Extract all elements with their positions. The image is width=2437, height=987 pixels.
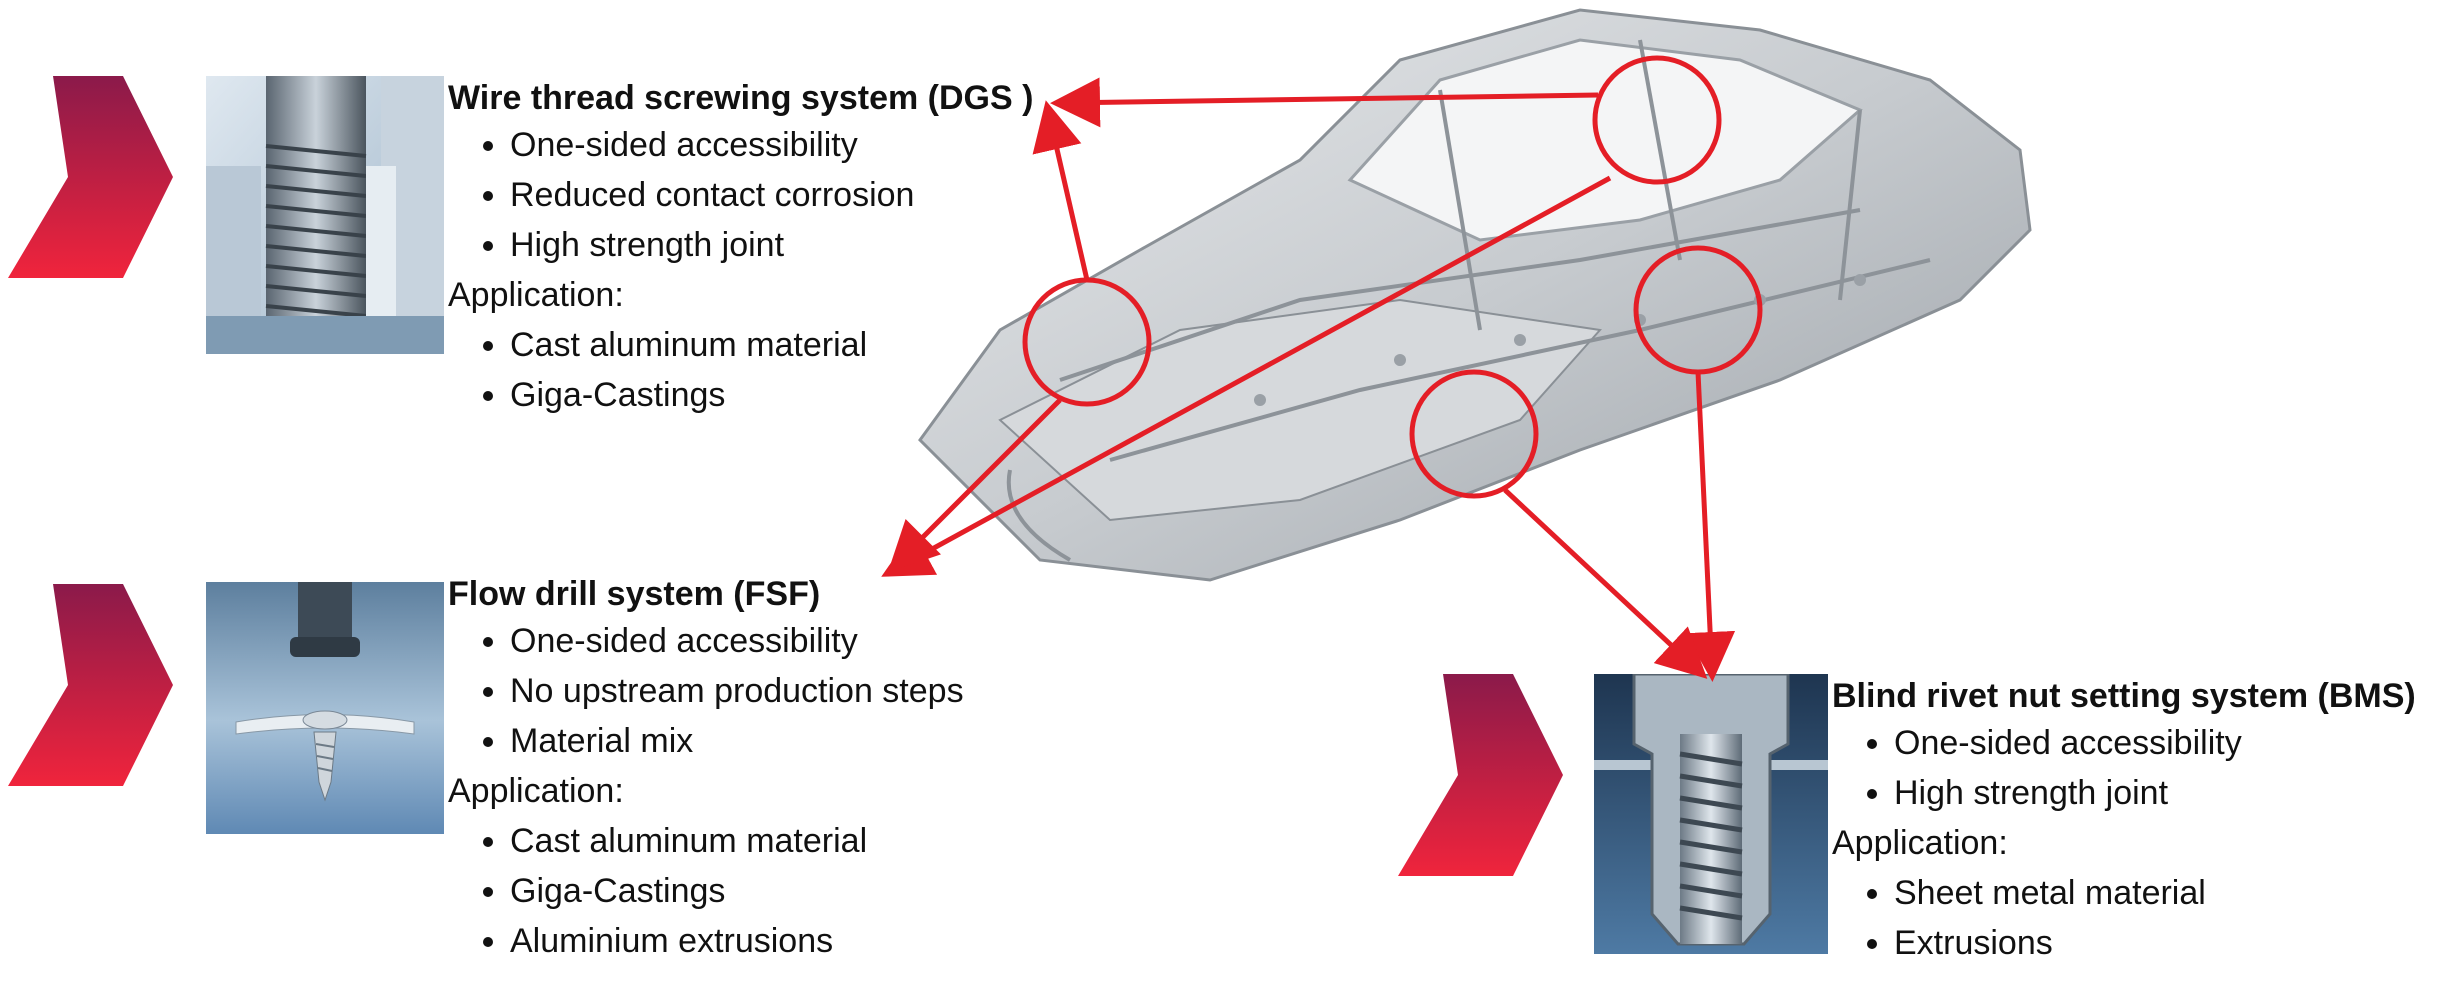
dgs-section: Wire thread screwing system (DGS ) One-s… xyxy=(448,76,1033,420)
car-body-in-white-image xyxy=(918,8,2032,582)
list-item: One-sided accessibility xyxy=(510,616,964,666)
chevron-right-icon xyxy=(8,584,173,786)
bms-section: Blind rivet nut setting system (BMS) One… xyxy=(1832,674,2416,968)
dgs-title: Wire thread screwing system (DGS ) xyxy=(448,79,1034,117)
dgs-application-label: Application: xyxy=(448,276,624,314)
bms-application-label: Application: xyxy=(1832,824,2008,862)
dgs-thread-image xyxy=(206,76,444,354)
chevron-right-icon xyxy=(1398,674,1563,876)
chevron-right-icon xyxy=(8,76,173,278)
list-item: Material mix xyxy=(510,716,964,766)
list-item: Giga-Castings xyxy=(510,866,964,916)
list-item: Cast aluminum material xyxy=(510,816,964,866)
dgs-feature-list: One-sided accessibility Reduced contact … xyxy=(448,120,1033,270)
bms-title: Blind rivet nut setting system (BMS) xyxy=(1832,677,2416,715)
list-item: One-sided accessibility xyxy=(510,120,1033,170)
list-item: One-sided accessibility xyxy=(1894,718,2416,768)
bms-feature-list: One-sided accessibility High strength jo… xyxy=(1832,718,2416,818)
dgs-application-list: Cast aluminum material Giga-Castings xyxy=(448,320,1033,420)
list-item: Aluminium extrusions xyxy=(510,916,964,966)
list-item: Extrusions xyxy=(1894,918,2416,968)
fsf-application-list: Cast aluminum material Giga-Castings Alu… xyxy=(448,816,964,966)
fsf-feature-list: One-sided accessibility No upstream prod… xyxy=(448,616,964,766)
bms-application-list: Sheet metal material Extrusions xyxy=(1832,868,2416,968)
bms-rivetnut-image xyxy=(1594,674,1828,954)
fsf-section: Flow drill system (FSF) One-sided access… xyxy=(448,572,964,966)
list-item: Cast aluminum material xyxy=(510,320,1033,370)
list-item: High strength joint xyxy=(1894,768,2416,818)
fsf-title: Flow drill system (FSF) xyxy=(448,575,821,613)
list-item: Reduced contact corrosion xyxy=(510,170,1033,220)
list-item: No upstream production steps xyxy=(510,666,964,716)
fsf-application-label: Application: xyxy=(448,772,624,810)
list-item: Giga-Castings xyxy=(510,370,1033,420)
list-item: Sheet metal material xyxy=(1894,868,2416,918)
fsf-flowdrill-image xyxy=(206,582,444,834)
list-item: High strength joint xyxy=(510,220,1033,270)
